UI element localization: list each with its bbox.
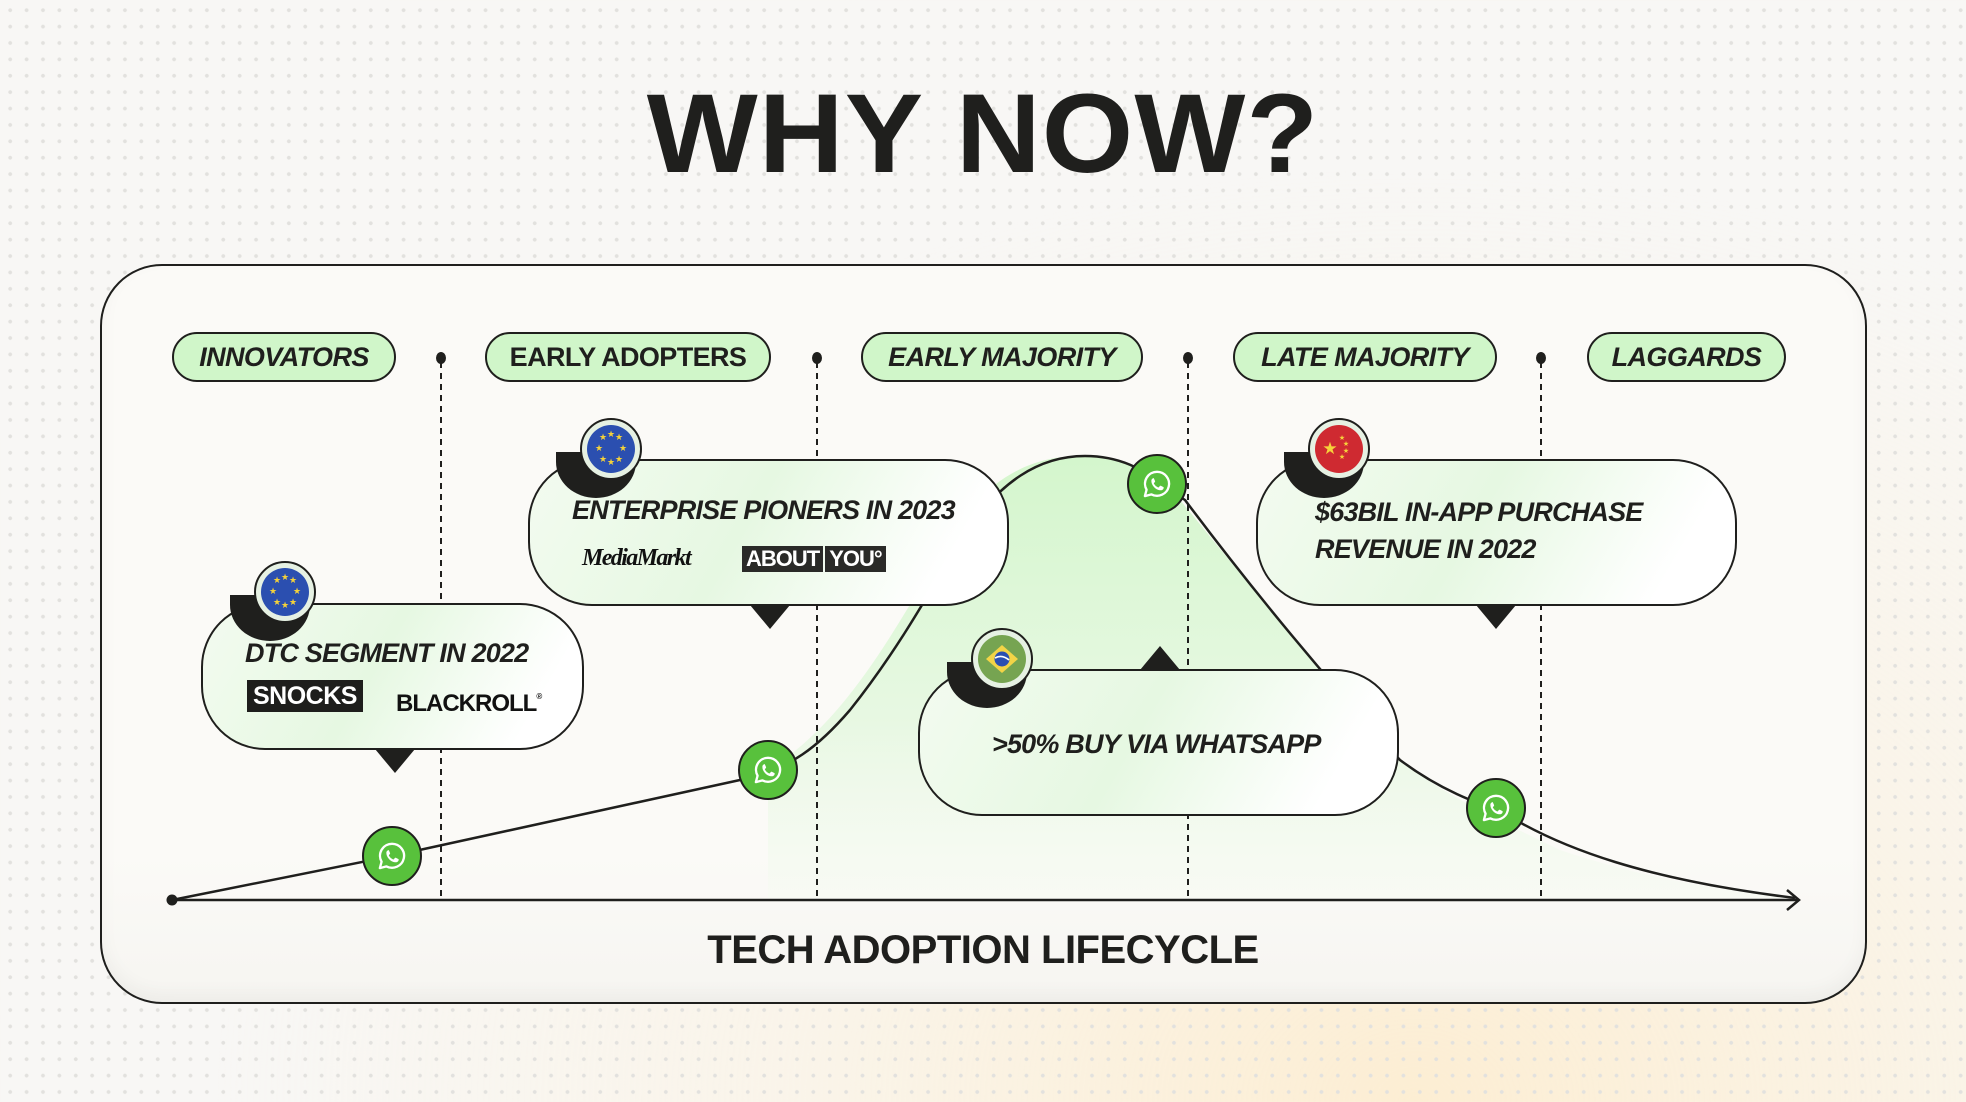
whatsapp-icon [754, 756, 782, 784]
segment-early-majority: EARLY MAJORITY [861, 332, 1143, 382]
callout-pointer [375, 749, 415, 773]
svg-text:★: ★ [607, 458, 615, 468]
svg-text:★: ★ [269, 587, 277, 597]
brazil-flag-icon [978, 635, 1026, 683]
segment-laggards: LAGGARDS [1587, 332, 1786, 382]
svg-text:★: ★ [1339, 453, 1345, 461]
callout-dtc: DTC SEGMENT IN 2022 SNOCKS BLACKROLL® [201, 603, 584, 773]
svg-text:★: ★ [607, 430, 615, 440]
page-title: WHY NOW? [646, 71, 1320, 196]
svg-text:★: ★ [1339, 434, 1345, 442]
svg-text:★: ★ [273, 576, 281, 586]
whatsapp-icon [378, 842, 406, 870]
svg-text:★: ★ [281, 573, 289, 583]
logo-mediamarkt: MediaMarkt [582, 545, 692, 571]
whatsapp-marker-innovators [362, 826, 422, 886]
whatsapp-icon [1143, 470, 1171, 498]
svg-text:★: ★ [289, 598, 297, 608]
china-flag-icon: ★ ★ ★ ★ ★ [1315, 425, 1363, 473]
callout-whatsapp-text: >50% BUY VIA WHATSAPP [992, 729, 1321, 759]
whatsapp-icon [1482, 794, 1510, 822]
callout-china-line2: REVENUE IN 2022 [1315, 534, 1536, 564]
svg-text:★: ★ [599, 455, 607, 465]
svg-text:★: ★ [293, 587, 301, 597]
callout-pointer [750, 605, 790, 629]
svg-text:★: ★ [1343, 447, 1349, 455]
callout-pointer [1140, 646, 1180, 670]
callout-china-line1: $63BIL IN-APP PURCHASE [1315, 497, 1643, 527]
svg-text:★: ★ [615, 455, 623, 465]
eu-flag-icon: ★★★ ★★★ ★★ [261, 568, 309, 616]
svg-text:★: ★ [615, 433, 623, 443]
callout-enterprise-text: ENTERPRISE PIONERS IN 2023 [572, 495, 956, 525]
svg-text:★: ★ [1322, 439, 1337, 459]
svg-text:★: ★ [281, 601, 289, 611]
whatsapp-marker-early-majority [1127, 454, 1187, 514]
segment-innovators: INNOVATORS [172, 332, 396, 382]
callout-pointer [1476, 605, 1516, 629]
svg-text:★: ★ [619, 444, 627, 454]
logo-blackroll: BLACKROLL® [396, 690, 542, 717]
svg-text:★: ★ [595, 444, 603, 454]
whatsapp-marker-early-adopters [738, 740, 798, 800]
eu-flag-icon: ★★★ ★★★ ★★ [587, 425, 635, 473]
whatsapp-marker-late-majority [1466, 778, 1526, 838]
callout-dtc-text: DTC SEGMENT IN 2022 [245, 638, 529, 668]
axis-label: TECH ADOPTION LIFECYCLE [707, 928, 1259, 972]
segment-late-majority: LATE MAJORITY [1233, 332, 1497, 382]
svg-text:★: ★ [599, 433, 607, 443]
logo-snocks: SNOCKS [247, 680, 363, 712]
svg-text:★: ★ [1343, 440, 1349, 448]
svg-text:★: ★ [273, 598, 281, 608]
svg-text:★: ★ [289, 576, 297, 586]
segment-early-adopters: EARLY ADOPTERS [485, 332, 771, 382]
